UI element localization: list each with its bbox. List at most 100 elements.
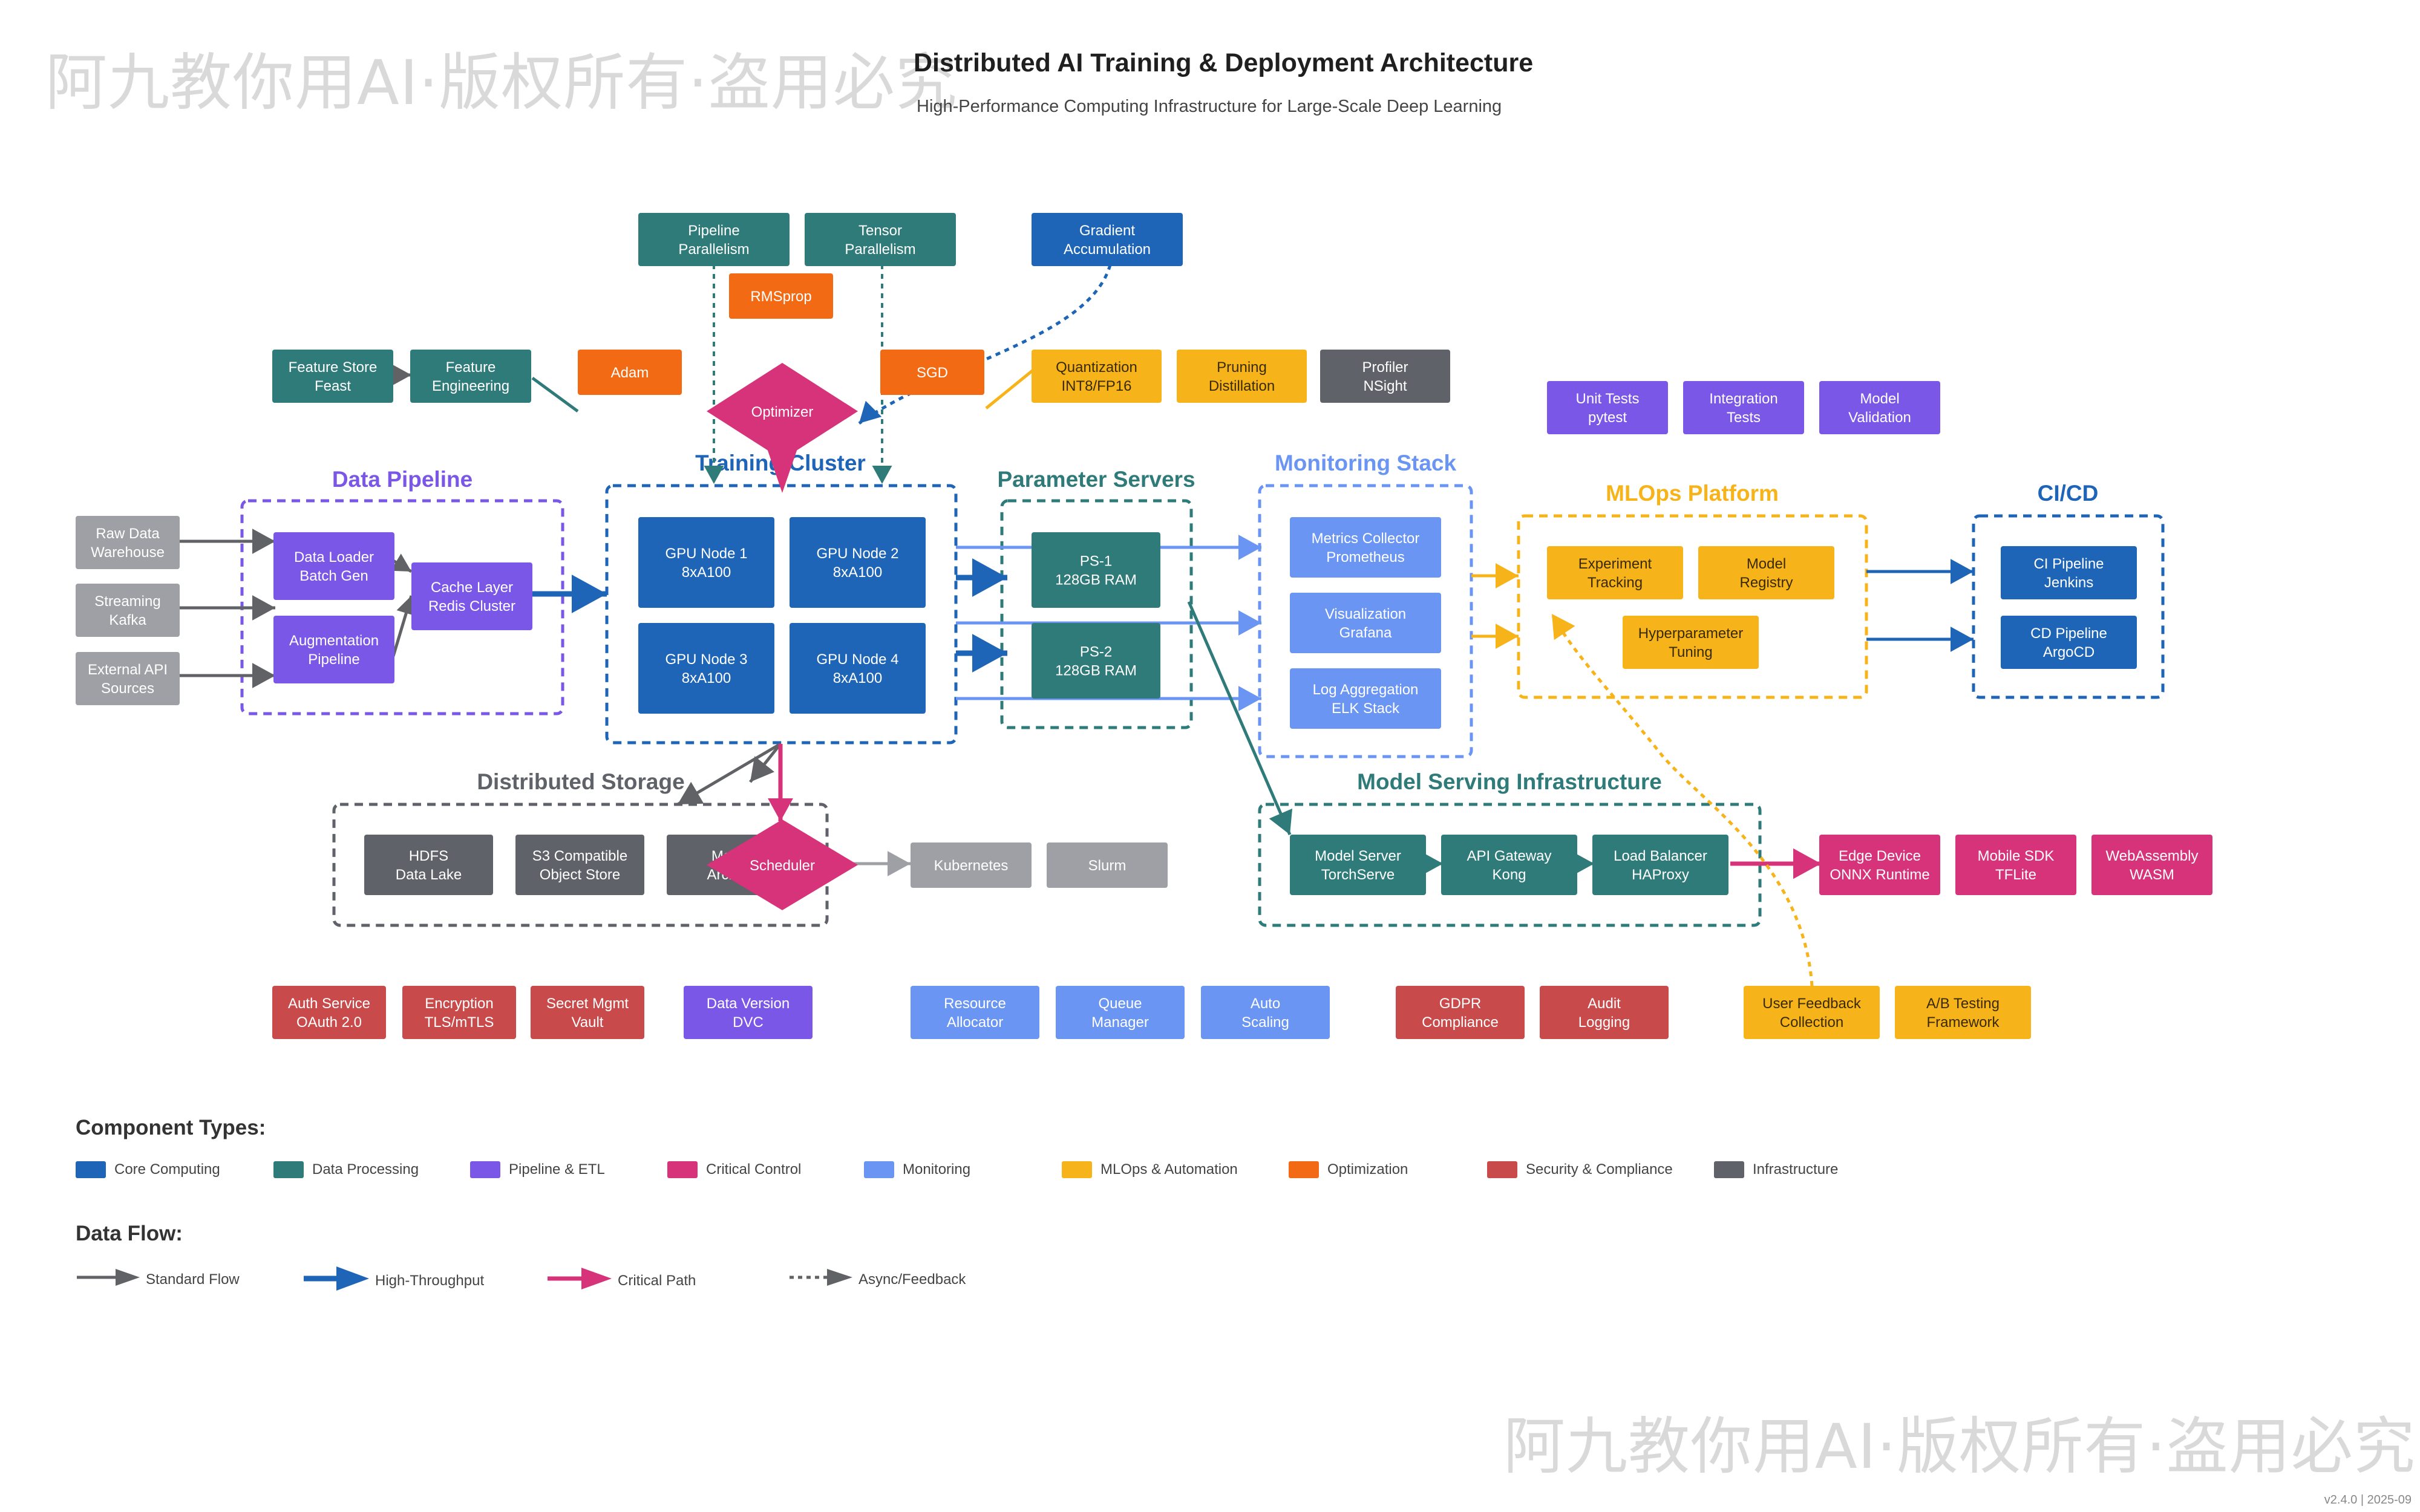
arrow-head (704, 466, 724, 484)
node-sgd[interactable]: SGD (880, 350, 984, 395)
node-box (1895, 986, 2031, 1039)
node-label: Model Server (1315, 848, 1401, 864)
node-box (638, 517, 774, 608)
node-box (272, 986, 386, 1039)
legend-label: Critical Control (706, 1161, 802, 1178)
arrow-head (1496, 563, 1519, 588)
node-box (1623, 616, 1759, 669)
node-box (790, 623, 926, 714)
node-box (2091, 835, 2212, 895)
node-label: Visualization (1325, 606, 1406, 622)
node-label: TorchServe (1321, 867, 1395, 883)
pink-arrow-icon (546, 1265, 618, 1296)
arrow-head (1238, 535, 1261, 560)
arrow-head (972, 558, 1007, 597)
node-label: Model (1747, 556, 1786, 572)
node-optimizer[interactable]: Optimizer (707, 363, 858, 493)
arrow-head (396, 596, 416, 616)
group-label-mlops-platform: MLOps Platform (1606, 481, 1779, 506)
node-adam[interactable]: Adam (578, 350, 682, 395)
node-label: Scaling (1241, 1014, 1289, 1031)
node-label: Tensor (858, 223, 902, 239)
node-box (1290, 668, 1441, 729)
node-box (2001, 546, 2137, 599)
node-box (911, 842, 1032, 888)
node-kubernetes[interactable]: Kubernetes (911, 842, 1032, 888)
node-box (411, 562, 532, 630)
node-label: Registry (1739, 575, 1793, 591)
node-scheduler[interactable]: Scheduler (707, 820, 858, 910)
legend-label: Standard Flow (146, 1271, 240, 1288)
node-label: Feature (446, 359, 496, 376)
legend-swatch (1714, 1161, 1744, 1178)
legend-swatch (1062, 1161, 1092, 1178)
node-label: Framework (1926, 1014, 2000, 1031)
node-label: Slurm (1088, 858, 1127, 874)
node-label: Audit (1588, 996, 1621, 1012)
node-label: Tests (1727, 409, 1761, 426)
node-box (1290, 517, 1441, 578)
node-slurm[interactable]: Slurm (1047, 842, 1168, 888)
node-box (76, 516, 180, 569)
group-parameter-servers (1000, 499, 1193, 729)
node-label: Log Aggregation (1313, 682, 1419, 698)
node-box (1698, 546, 1834, 599)
node-label: Logging (1578, 1014, 1630, 1031)
node-label: Load Balancer (1614, 848, 1707, 864)
group-label-parameter-servers: Parameter Servers (997, 467, 1195, 492)
node-label: Cache Layer (431, 579, 513, 596)
node-rmsprop[interactable]: RMSprop (729, 273, 833, 319)
data-flow-title: Data Flow: (76, 1222, 183, 1245)
